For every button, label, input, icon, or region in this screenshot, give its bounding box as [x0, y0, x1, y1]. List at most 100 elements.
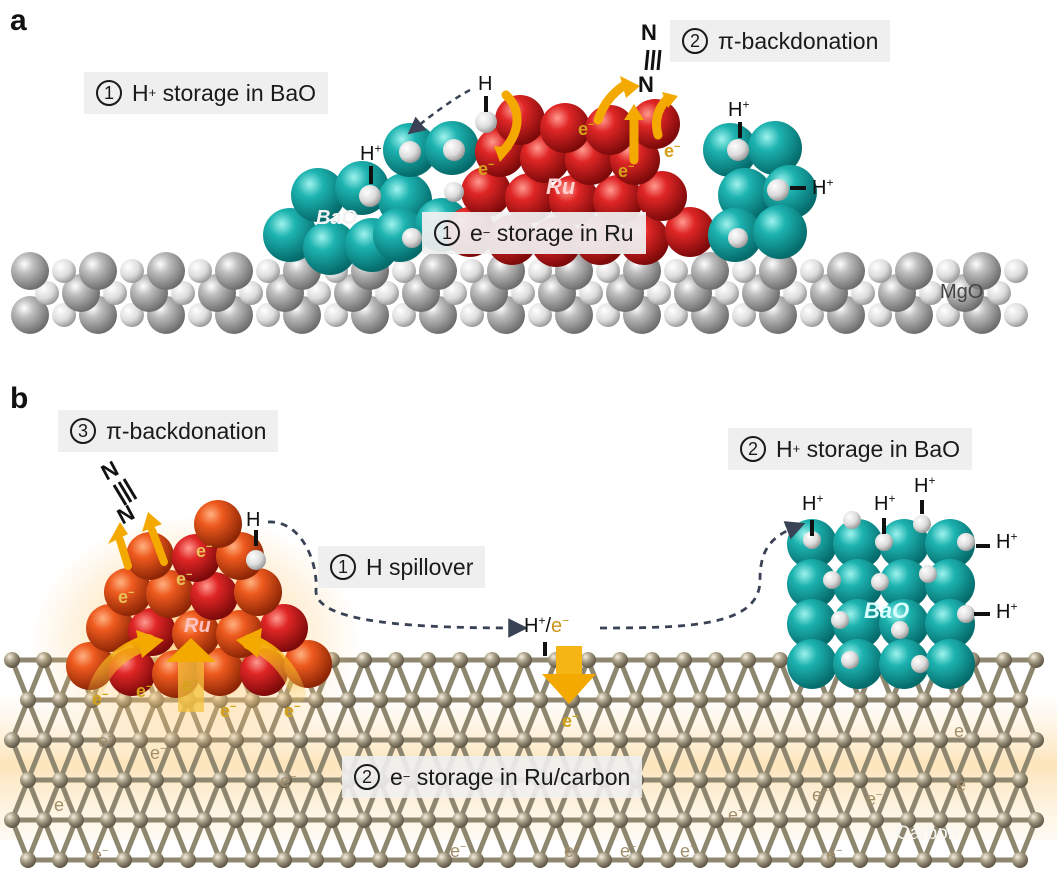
- mgo-atom: [732, 303, 756, 327]
- carbon-atom: [948, 852, 964, 868]
- carbon-atom: [36, 732, 52, 748]
- carbon-atom: [452, 812, 468, 828]
- callout-text-pre: H: [132, 79, 149, 106]
- e-sup: −: [822, 785, 829, 797]
- mgo-atom: [783, 281, 807, 305]
- electron-arrowhead-b-5: [142, 512, 162, 532]
- mgo-atom: [392, 259, 416, 283]
- mgo-atom: [664, 259, 688, 283]
- mgo-atom: [528, 259, 552, 283]
- hydrogen-atom: [823, 571, 841, 589]
- migration-arrow-b: [599, 521, 806, 630]
- carbon-atom: [740, 652, 756, 668]
- e-base: e: [92, 845, 103, 865]
- carbon-atom: [644, 812, 660, 828]
- mgo-atom: [52, 259, 76, 283]
- carbon-atom: [660, 772, 676, 788]
- hydrogen-atom: [444, 182, 464, 202]
- carbon-atom: [260, 812, 276, 828]
- e-sup: −: [102, 845, 109, 857]
- carbon-atom: [756, 772, 772, 788]
- bao-atom: [748, 121, 802, 175]
- carbon-atom: [404, 852, 420, 868]
- mgo-atom: [11, 296, 49, 334]
- electron-arrow-b-5: [148, 526, 168, 566]
- carbon-atom: [516, 652, 532, 668]
- mgo-atom: [936, 259, 960, 283]
- hydrogen-atom: [475, 111, 497, 133]
- carbon-atom: [276, 852, 292, 868]
- carbon-atom: [692, 692, 708, 708]
- carbon-atom: [276, 772, 292, 788]
- ru-atom: [172, 534, 220, 582]
- hydrogen-atom: [875, 533, 893, 551]
- electron-label-b-6: e−: [182, 675, 199, 695]
- ru-atom: [260, 604, 308, 652]
- carbon-atom: [100, 812, 116, 828]
- carbon-atom: [372, 852, 388, 868]
- e-sup: −: [206, 541, 213, 553]
- callout-backdonation-a: 2 π-backdonation: [670, 20, 891, 62]
- hydrogen-atom: [871, 573, 889, 591]
- carbon-atom: [436, 692, 452, 708]
- carbon-atom: [740, 812, 756, 828]
- carbon-atom: [900, 732, 916, 748]
- mgo-support: [11, 252, 1028, 334]
- carbon-atom: [484, 652, 500, 668]
- carbon-atom: [52, 852, 68, 868]
- carbon-atom: [596, 852, 612, 868]
- carbon-atom: [836, 732, 852, 748]
- carbon-atom: [68, 812, 84, 828]
- carbon-atom: [244, 852, 260, 868]
- callout-e-storage-b: 2 e− storage in Ru/carbon: [342, 756, 643, 798]
- e-sup: −: [628, 161, 635, 173]
- carbon-atom: [484, 812, 500, 828]
- e-base: e: [284, 701, 295, 721]
- h-base: H: [996, 531, 1011, 553]
- electron-faint-4: e−: [54, 796, 70, 815]
- e-sup: −: [192, 675, 199, 687]
- e-base: e: [92, 689, 103, 709]
- e-sup: −: [108, 731, 115, 743]
- hydrogen-atom: [841, 651, 859, 669]
- label-ru-b: Ru: [184, 615, 211, 637]
- electron-label-b-3: e−: [118, 588, 134, 607]
- carbon-atom: [388, 732, 404, 748]
- electron-label-b-1: e−: [196, 541, 213, 561]
- carbon-atom: [660, 692, 676, 708]
- e-sup: −: [836, 845, 843, 857]
- label-hplus-b-5: H+: [996, 600, 1017, 622]
- mgo-atom: [647, 281, 671, 305]
- e-sup: −: [738, 805, 745, 817]
- carbon-atom: [180, 852, 196, 868]
- carbon-atom: [980, 692, 996, 708]
- carbon-atom: [884, 692, 900, 708]
- carbon-atom: [468, 852, 484, 868]
- carbon-atom: [772, 812, 788, 828]
- mgo-atom: [851, 281, 875, 305]
- carbon-atom: [628, 852, 644, 868]
- callout-number: 1: [330, 554, 356, 580]
- e-sup: −: [160, 743, 167, 755]
- hydrogen-atom: [843, 511, 861, 529]
- carbon-atom: [4, 732, 20, 748]
- carbon-atom: [52, 772, 68, 788]
- carbon-atom: [420, 652, 436, 668]
- electron-arrowhead-a-3: [624, 104, 644, 120]
- electron-label-b-2: e−: [176, 570, 192, 589]
- hydrogen-atom: [803, 531, 821, 549]
- carbon-atom: [212, 852, 228, 868]
- ru-atom: [126, 532, 174, 580]
- electron-faint-11: e−: [812, 785, 829, 805]
- label-ru-a: Ru: [546, 174, 576, 199]
- bao-atom: [787, 639, 837, 689]
- carbon-atom: [180, 772, 196, 788]
- mgo-atom: [375, 281, 399, 305]
- electron-down-arrowhead: [542, 674, 596, 704]
- carbon-atom: [356, 652, 372, 668]
- mgo-atom: [120, 303, 144, 327]
- hydrogen-atom: [728, 228, 748, 248]
- mgo-atom: [664, 303, 688, 327]
- carbon-atom: [948, 692, 964, 708]
- e-base: e: [551, 615, 563, 637]
